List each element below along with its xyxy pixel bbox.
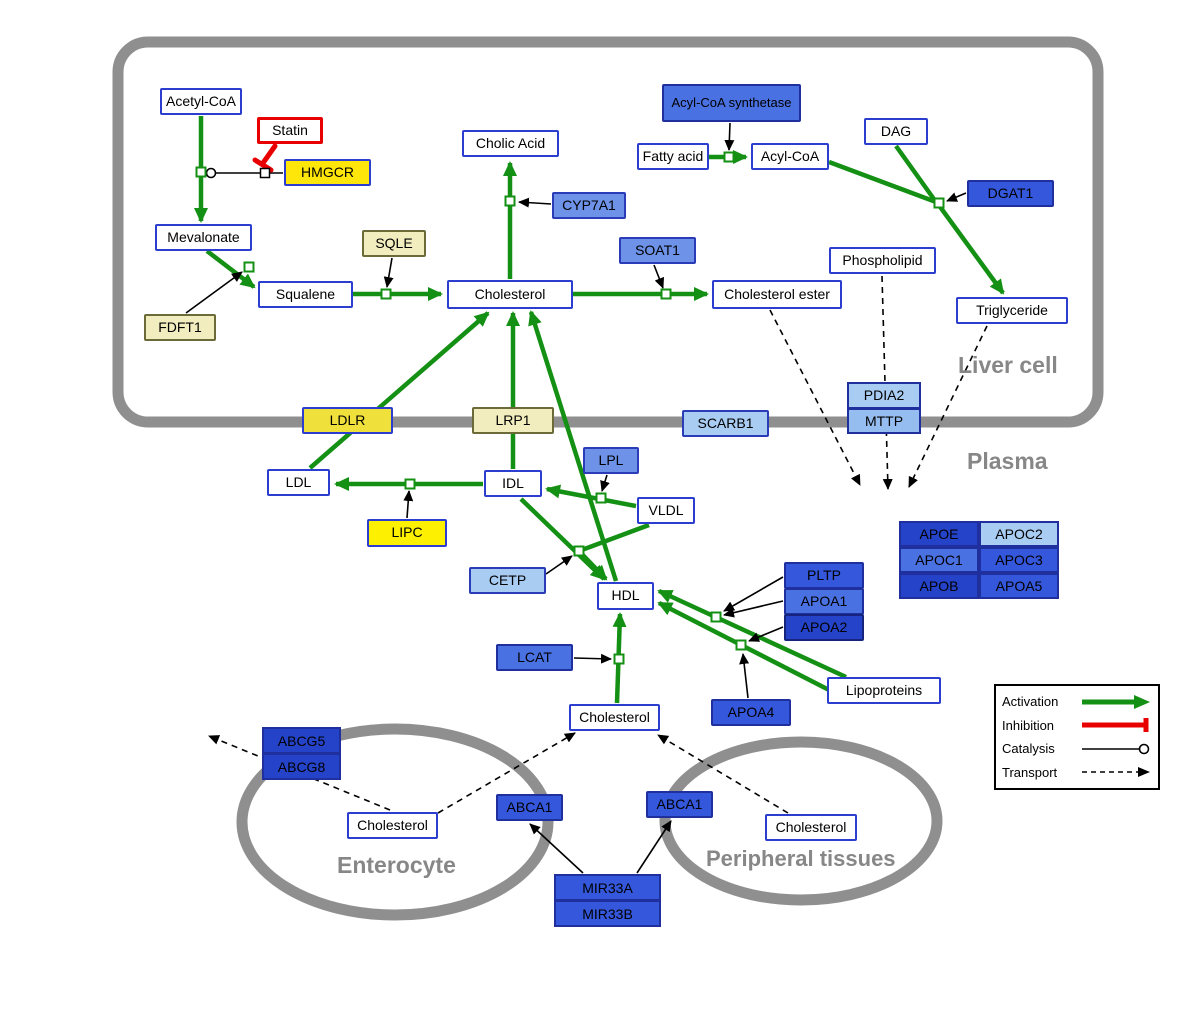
node-apoc3[interactable]: APOC3 [979,547,1059,573]
node-sqle[interactable]: SQLE [362,230,426,257]
node-triglyceride[interactable]: Triglyceride [956,297,1068,324]
node-lpl[interactable]: LPL [583,447,639,474]
node-idl[interactable]: IDL [484,470,542,497]
node-hdl[interactable]: HDL [597,582,654,610]
node-apoe[interactable]: APOE [899,521,979,547]
node-pdia2[interactable]: PDIA2 [847,382,921,409]
node-apoa2[interactable]: APOA2 [784,614,864,641]
node-apoc2[interactable]: APOC2 [979,521,1059,547]
node-soat1[interactable]: SOAT1 [619,237,696,264]
statin-junction-square [259,167,271,179]
node-statin[interactable]: Statin [257,117,323,144]
enterocyte-label: Enterocyte [337,852,456,878]
node-vldl[interactable]: VLDL [637,497,695,524]
node-apob[interactable]: APOB [899,573,979,599]
plasma-label: Plasma [967,448,1048,474]
node-apoa1[interactable]: APOA1 [784,588,864,615]
node-group-abcg5-abcg8: ABCG5 ABCG8 [262,727,341,780]
legend-activation-label: Activation [1002,694,1059,710]
node-lipc[interactable]: LIPC [367,519,447,547]
legend-inhibition-label: Inhibition [1002,717,1055,733]
node-abca1-right[interactable]: ABCA1 [646,791,713,818]
node-acyl-coa-synthetase[interactable]: Acyl-CoA synthetase [662,84,801,122]
node-phospholipid[interactable]: Phospholipid [829,247,936,274]
node-lrp1[interactable]: LRP1 [472,407,554,434]
node-dgat1[interactable]: DGAT1 [967,180,1054,207]
node-group-apolipoproteins: APOE APOC2 APOC1 APOC3 APOB APOA5 [899,521,1059,599]
node-cholesterol-plasma[interactable]: Cholesterol [569,704,660,731]
legend-row-activation: Activation [1002,694,1152,710]
node-scarb1[interactable]: SCARB1 [682,410,769,437]
node-squalene[interactable]: Squalene [258,281,353,308]
node-group-mir33: MIR33A MIR33B [554,874,661,927]
node-apoa4[interactable]: APOA4 [711,699,791,726]
node-hmgcr[interactable]: HMGCR [284,159,371,186]
node-cholesterol-enterocyte[interactable]: Cholesterol [347,812,438,839]
liver-cell-label: Liver cell [958,352,1058,378]
node-abcg5[interactable]: ABCG5 [262,727,341,754]
node-lcat[interactable]: LCAT [496,644,573,671]
node-cholesterol-ester[interactable]: Cholesterol ester [712,280,842,309]
reaction-squares [195,151,945,665]
node-fdft1[interactable]: FDFT1 [144,314,216,341]
enterocyte-membrane [236,723,554,921]
node-group-pdia2-mttp: PDIA2 MTTP [847,382,921,434]
node-cholesterol-peripheral[interactable]: Cholesterol [765,814,857,841]
legend-catalysis-label: Catalysis [1002,741,1055,757]
node-apoc1[interactable]: APOC1 [899,547,979,573]
node-cholesterol-liver[interactable]: Cholesterol [447,280,573,309]
node-acetyl-coa[interactable]: Acetyl-CoA [160,88,242,115]
legend: Activation Inhibition Catalysis Transpor… [994,684,1160,790]
node-mir33a[interactable]: MIR33A [554,874,661,901]
node-ldl[interactable]: LDL [267,469,330,496]
inhibition-tbar-icon [1082,718,1149,733]
node-cetp[interactable]: CETP [469,567,546,594]
activation-arrow-icon [1082,694,1150,709]
node-mttp[interactable]: MTTP [847,408,921,434]
catalysis-circle [205,167,217,179]
legend-row-transport: Transport [1002,764,1152,780]
node-mir33b[interactable]: MIR33B [554,901,661,927]
node-abca1-left[interactable]: ABCA1 [496,794,563,821]
legend-row-inhibition: Inhibition [1002,717,1152,733]
node-abcg8[interactable]: ABCG8 [262,754,341,780]
node-mevalonate[interactable]: Mevalonate [155,224,252,251]
liver-cell-membrane [112,36,1104,428]
catalysis-edges [185,122,967,874]
node-cholic-acid[interactable]: Cholic Acid [462,130,559,157]
legend-row-catalysis: Catalysis [1002,741,1152,757]
node-apoa5[interactable]: APOA5 [979,573,1059,599]
node-ldlr[interactable]: LDLR [302,407,393,434]
node-pltp[interactable]: PLTP [784,562,864,589]
legend-transport-label: Transport [1002,764,1058,780]
node-acyl-coa[interactable]: Acyl-CoA [751,143,829,170]
transport-edges [208,275,988,814]
node-cyp7a1[interactable]: CYP7A1 [552,192,626,219]
node-dag[interactable]: DAG [864,118,928,145]
peripheral-tissues-label: Peripheral tissues [706,846,896,871]
transport-dashed-arrow-icon [1082,767,1150,778]
node-lipoproteins[interactable]: Lipoproteins [827,677,941,704]
node-fatty-acid[interactable]: Fatty acid [637,143,709,170]
catalysis-circle-icon [1082,743,1150,755]
inhibition-edge [252,143,278,173]
